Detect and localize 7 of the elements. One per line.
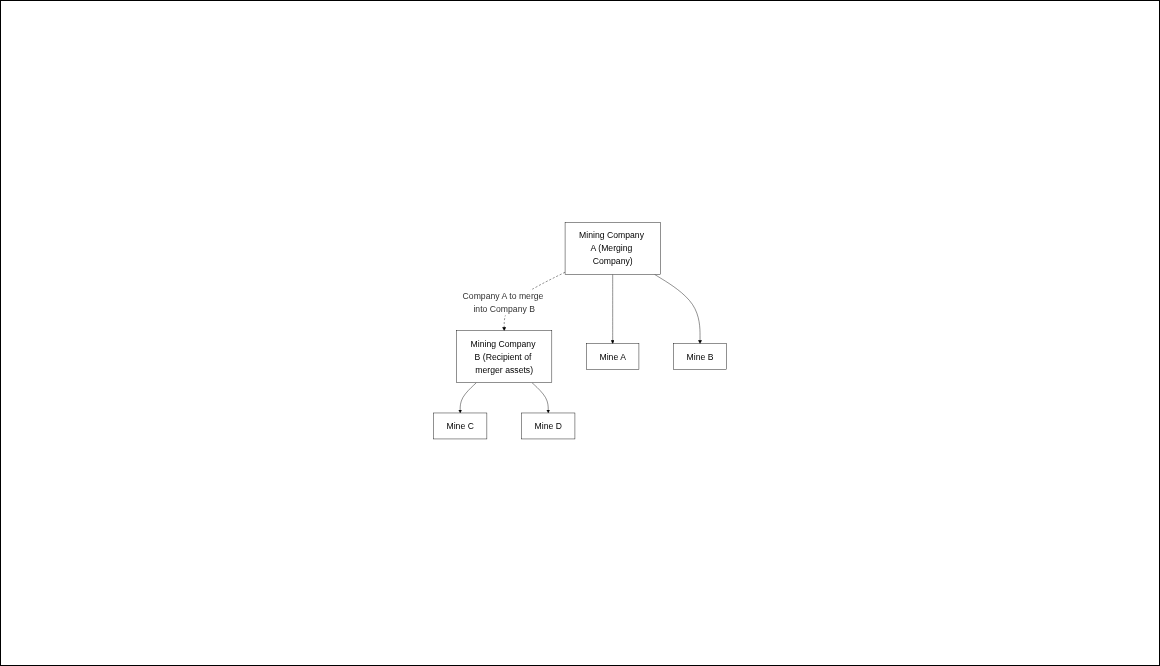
node-box: Mine A [586,343,640,371]
node-box: Mining Company B (Recipient of merger assets) [456,330,553,384]
node-box: Mining Company A (Merging Company) [564,222,661,275]
edge-label: Company A to merge into Company B [462,291,544,315]
node-box: Mine C [433,413,488,440]
node-box: Mine B [673,343,727,371]
node-box: Mine D [521,413,576,440]
